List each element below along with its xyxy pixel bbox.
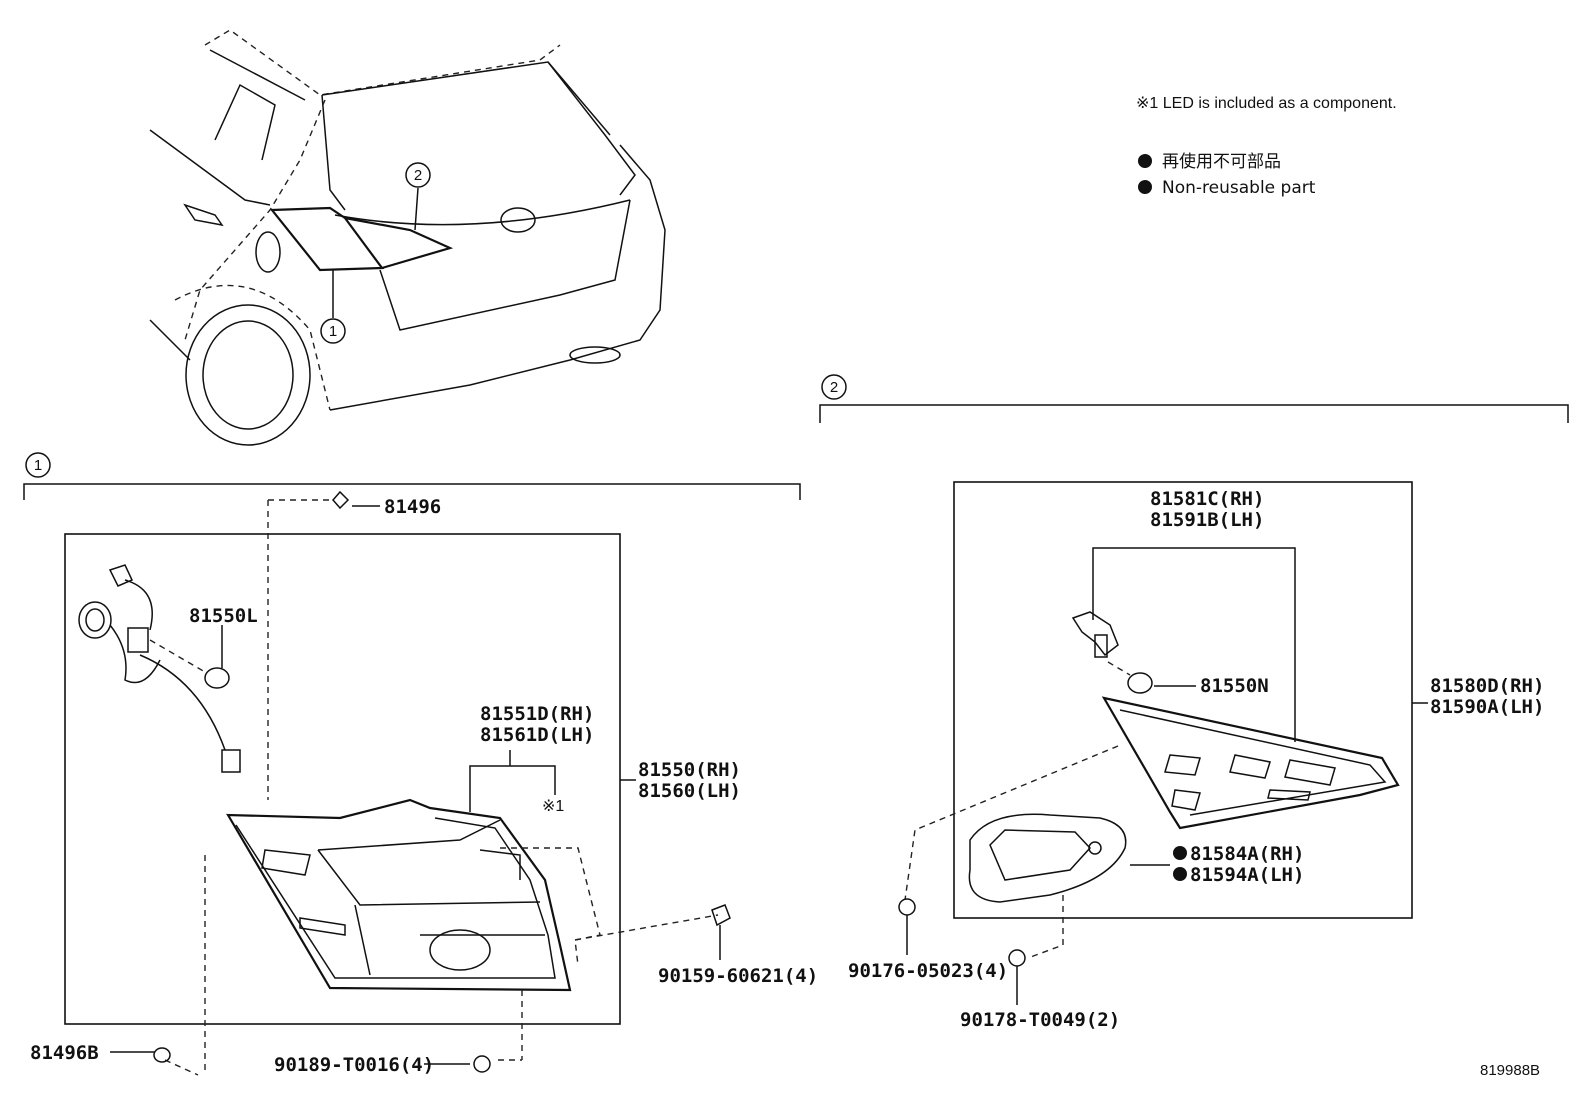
part-81590A-lh: 81590A(LH) [1430, 696, 1544, 718]
part-90178-T0049: 90178-T0049(2) [960, 1009, 1120, 1031]
part-81550L: 81550L [189, 605, 258, 627]
led-note: ※1 LED is included as a component. [1136, 95, 1397, 112]
part-81591B-lh: 81591B(LH) [1150, 509, 1264, 531]
bullet-icon [1173, 867, 1187, 881]
lamp-housing [226, 798, 572, 992]
socket-harness [78, 564, 241, 773]
socket-2 [1071, 611, 1119, 658]
back-door-lamp [1101, 696, 1400, 830]
car-overview: 1 2 [149, 29, 666, 446]
part-90189-T0016: 90189-T0016(4) [274, 1054, 434, 1076]
group-2-rear-lamp-back-door: 2 81581C(RH) 81591B(LH) 81550N 81580D(RH… [819, 374, 1569, 1031]
callout-2-car: 2 [414, 167, 422, 184]
part-81550N: 81550N [1200, 675, 1269, 697]
part-81550-rh: 81550(RH) [638, 759, 741, 781]
part-81561D-lh: 81561D(LH) [480, 724, 594, 746]
callout-1-car: 1 [329, 323, 337, 340]
bullet-icon [1138, 154, 1152, 168]
part-81584A-rh: 81584A(RH) [1190, 843, 1304, 865]
part-81496B: 81496B [30, 1042, 99, 1064]
group-1-rear-combination-lamp: 1 81496 81550L 81551D(RH) 815 [23, 452, 818, 1076]
figure-id: 819988B [1480, 1062, 1540, 1079]
bullet-icon [1173, 846, 1187, 860]
part-81581C-rh: 81581C(RH) [1150, 488, 1264, 510]
part-81551D-rh: 81551D(RH) [480, 703, 594, 725]
callout-1: 1 [34, 457, 42, 474]
notes-block: ※1 LED is included as a component. 再使用不可… [1136, 95, 1397, 198]
part-90159-60621: 90159-60621(4) [658, 965, 818, 987]
part-81560-lh: 81560(LH) [638, 780, 741, 802]
nonreusable-jp-label: 再使用不可部品 [1162, 151, 1281, 172]
ref-note-1: ※1 [542, 798, 564, 815]
part-90176-05023: 90176-05023(4) [848, 960, 1008, 982]
bullet-icon [1138, 180, 1152, 194]
part-81496: 81496 [384, 496, 441, 518]
callout-2: 2 [830, 379, 838, 396]
part-81580D-rh: 81580D(RH) [1430, 675, 1544, 697]
nonreusable-en-label: Non-reusable part [1162, 178, 1316, 198]
gasket [968, 813, 1127, 903]
part-81594A-lh: 81594A(LH) [1190, 864, 1304, 886]
